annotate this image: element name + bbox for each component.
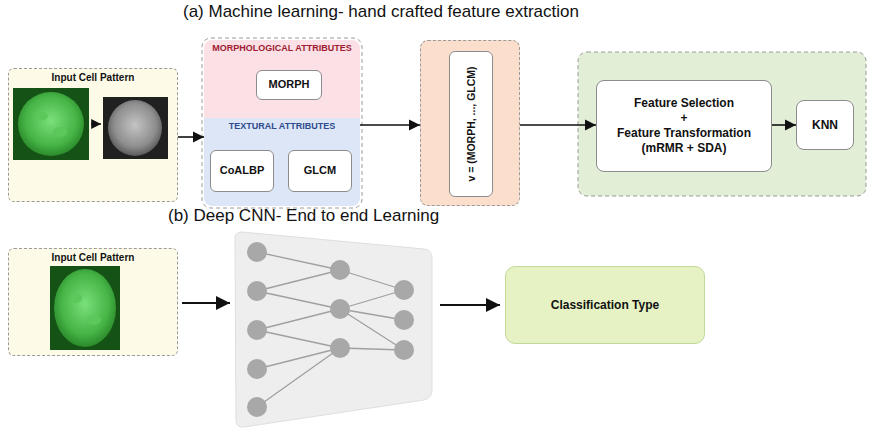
group-outline — [202, 38, 362, 208]
network-neuron — [247, 320, 267, 340]
panel-heading: Input Cell Pattern — [13, 252, 173, 263]
cell-nucleus — [54, 269, 116, 347]
band-heading: MORPHOLOGICAL ATTRIBUTES — [208, 43, 356, 53]
input-panel: Input Cell Pattern — [8, 248, 178, 356]
classifier-panel — [578, 52, 866, 196]
network-neuron — [247, 359, 267, 379]
feature-box: CoALBP — [210, 150, 274, 192]
image-arrow — [91, 123, 101, 124]
feature-box: MORPH — [256, 70, 322, 100]
flow-arrow — [360, 124, 420, 126]
panel-ground — [8, 248, 178, 356]
output-box: Classification Type — [505, 266, 705, 344]
attribute-band: MORPHOLOGICAL ATTRIBUTES MORPH — [204, 40, 360, 118]
attribute-band: TEXTURAL ATTRIBUTES CoALBP GLCM — [204, 118, 360, 206]
vector-label: v = (MORPH, ..., GLCM) — [465, 66, 477, 181]
classifier-box: KNN — [796, 100, 854, 150]
box-label: Classification Type — [551, 298, 659, 313]
flow-arrow — [178, 136, 204, 138]
section-title: (a) Machine learning- hand crafted featu… — [183, 3, 579, 22]
box-label: Feature Selection — [634, 96, 734, 111]
cell-spot — [53, 127, 67, 137]
cell-spot — [36, 112, 48, 120]
flow-arrow — [440, 304, 500, 306]
network-neuron — [330, 338, 350, 358]
network-link — [257, 252, 340, 270]
network-neuron — [330, 299, 350, 319]
box-label: MORPH — [269, 78, 310, 92]
cell-spot — [87, 315, 101, 325]
band-heading: TEXTURAL ATTRIBUTES — [208, 121, 356, 131]
flow-arrow — [182, 302, 230, 304]
network-link — [257, 330, 340, 348]
cell-spot — [70, 293, 82, 303]
panel-ground — [8, 68, 178, 202]
cell-nucleus — [108, 100, 162, 156]
feature-vector-box: v = (MORPH, ..., GLCM) — [420, 40, 520, 206]
feature-box: GLCM — [288, 150, 352, 192]
vector-frame: v = (MORPH, ..., GLCM) — [449, 51, 493, 197]
cell-nucleus — [18, 92, 84, 156]
network-neuron — [247, 242, 267, 262]
flow-arrow — [520, 124, 596, 126]
box-label: Feature Transformation (mRMR + SDA) — [605, 126, 763, 156]
cnn-shape — [235, 232, 432, 427]
flow-arrow — [772, 124, 796, 126]
network-neuron — [247, 397, 267, 417]
network-link — [340, 270, 404, 290]
cell-image — [13, 88, 89, 160]
network-link — [257, 309, 340, 330]
network-link — [257, 291, 340, 309]
network-link — [257, 348, 340, 369]
input-panel: Input Cell Pattern — [8, 68, 178, 202]
cnn-network — [247, 242, 414, 417]
network-link — [340, 290, 404, 309]
box-label: + — [680, 111, 687, 126]
network-link — [257, 270, 340, 291]
network-neuron — [247, 281, 267, 301]
box-label: CoALBP — [220, 164, 265, 178]
process-box: Feature Selection+Feature Transformation… — [596, 80, 772, 172]
network-link — [340, 309, 404, 350]
network-neuron — [394, 310, 414, 330]
panel-heading: Input Cell Pattern — [13, 72, 173, 83]
network-link — [257, 348, 340, 407]
network-neuron — [330, 260, 350, 280]
network-neuron — [394, 340, 414, 360]
network-neuron — [394, 280, 414, 300]
cell-image — [103, 97, 168, 159]
box-label: KNN — [812, 118, 838, 133]
section-title: (b) Deep CNN- End to end Learning — [168, 207, 439, 226]
box-label: GLCM — [304, 164, 336, 178]
cell-image — [50, 266, 120, 350]
